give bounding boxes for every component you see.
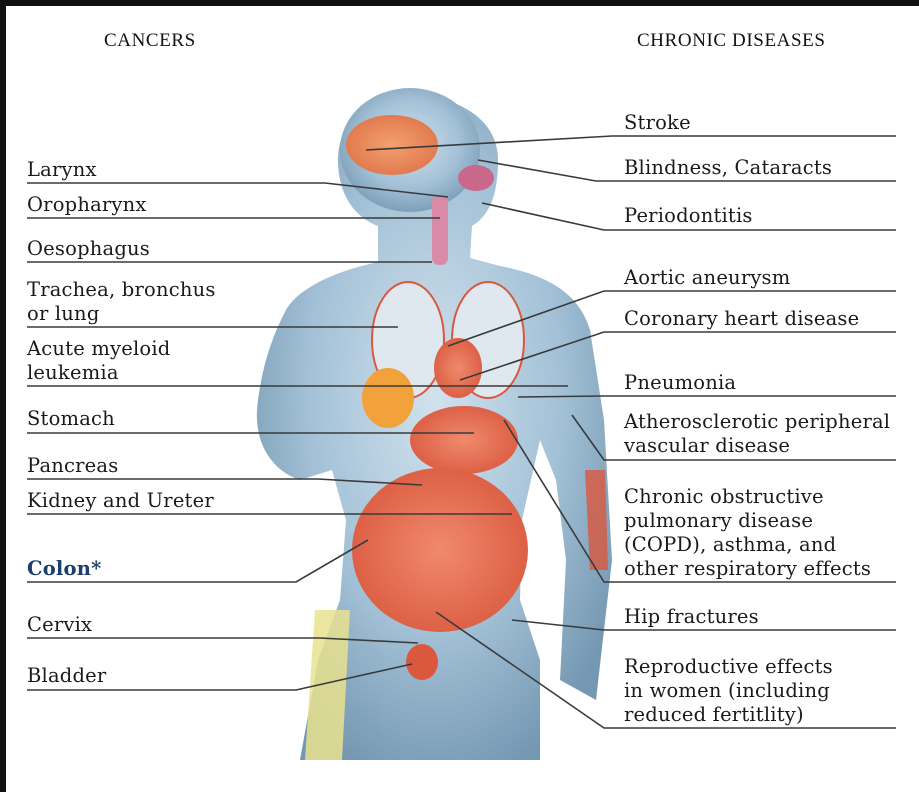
liver-organ xyxy=(362,368,414,428)
label-acute-myeloid: Acute myeloid xyxy=(27,337,170,361)
eye-organ xyxy=(458,165,494,191)
label-oropharynx: Oropharynx xyxy=(27,193,147,217)
label-pulmonary-disease: pulmonary disease xyxy=(624,509,813,533)
stomach-organ xyxy=(410,406,518,474)
leader-pneumonia xyxy=(518,396,896,397)
bladder-organ xyxy=(406,644,438,680)
label-larynx: Larynx xyxy=(27,158,97,182)
label-stomach: Stomach xyxy=(27,407,115,431)
label-in-women: in women (including xyxy=(624,679,830,703)
label-leukemia: leukemia xyxy=(27,361,119,385)
label-atherosclerotic-peripheral: Atherosclerotic peripheral xyxy=(624,410,890,434)
label-trachea-bronchus: Trachea, bronchus xyxy=(27,278,216,302)
throat-organ xyxy=(432,195,448,265)
label-cervix: Cervix xyxy=(27,613,92,637)
label-pneumonia: Pneumonia xyxy=(624,371,736,395)
label-reproductive-effects: Reproductive effects xyxy=(624,655,833,679)
label-chronic-obstructive: Chronic obstructive xyxy=(624,485,824,509)
label-pancreas: Pancreas xyxy=(27,454,118,478)
label-kidney-ureter: Kidney and Ureter xyxy=(27,489,214,513)
cancers-header: CANCERS xyxy=(104,30,196,52)
label-colon: Colon* xyxy=(27,557,102,581)
label-periodontitis: Periodontitis xyxy=(624,204,753,228)
brain-organ xyxy=(346,115,438,175)
label-coronary-heart-disease: Coronary heart disease xyxy=(624,307,859,331)
chronic-diseases-header: CHRONIC DISEASES xyxy=(637,30,826,52)
label-reduced-fertility: reduced fertitlity) xyxy=(624,703,804,727)
label-bladder: Bladder xyxy=(27,664,106,688)
label-stroke: Stroke xyxy=(624,111,691,135)
label-hip-fractures: Hip fractures xyxy=(624,605,759,629)
label-copd-asthma: (COPD), asthma, and xyxy=(624,533,836,557)
label-or-lung: or lung xyxy=(27,302,100,326)
label-blindness-cataracts: Blindness, Cataracts xyxy=(624,156,832,180)
heart-organ xyxy=(434,338,482,398)
label-vascular-disease: vascular disease xyxy=(624,434,790,458)
label-oesophagus: Oesophagus xyxy=(27,237,150,261)
label-other-respiratory: other respiratory effects xyxy=(624,557,871,581)
intestines-organ xyxy=(352,468,528,632)
label-aortic-aneurysm: Aortic aneurysm xyxy=(624,266,790,290)
